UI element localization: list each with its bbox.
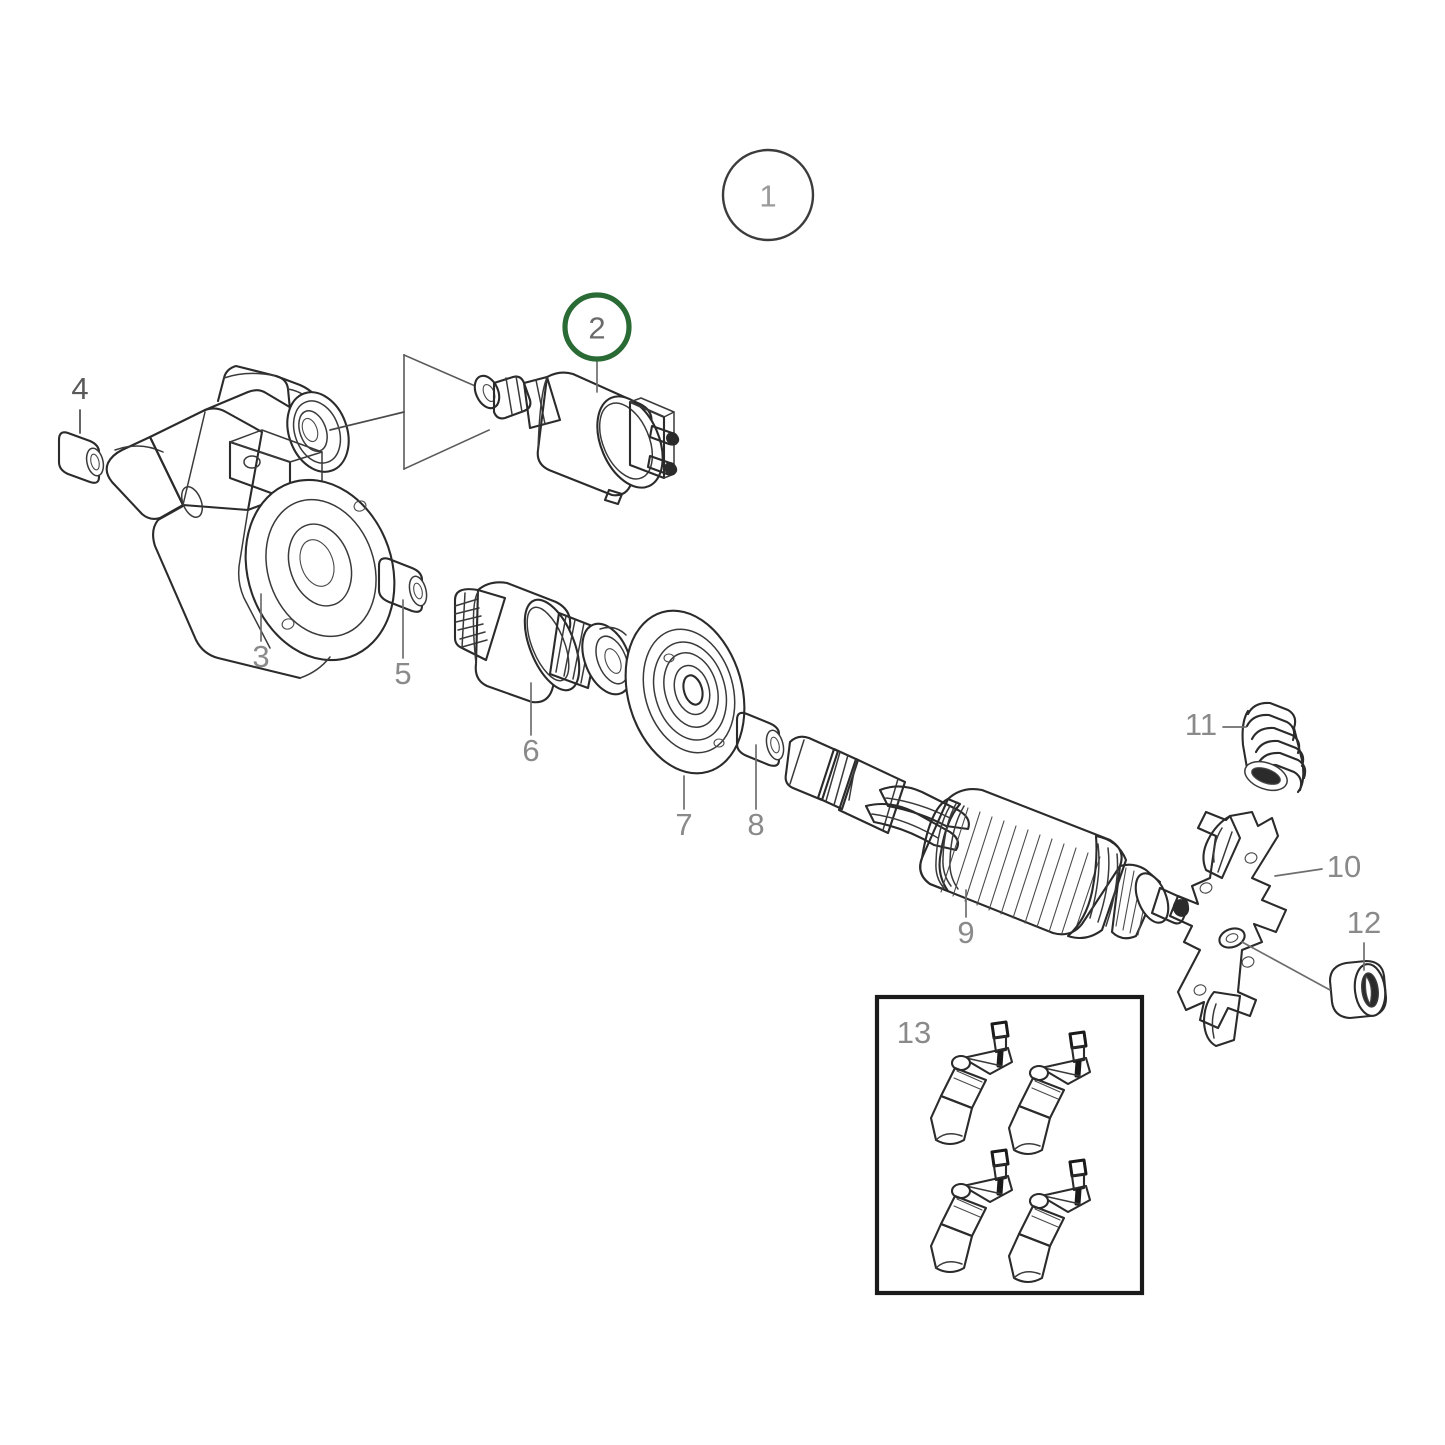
part-number-label-4: 4	[71, 371, 88, 406]
brush-item	[1007, 1158, 1092, 1284]
callout-bubble-2[interactable]	[562, 292, 632, 362]
callout-bubbles-layer: 12	[562, 148, 815, 393]
part-shaft-bushing	[57, 431, 105, 484]
part-commutator-end-bushing	[1241, 941, 1388, 1020]
part-number-label-5: 5	[394, 656, 411, 691]
brush-item	[929, 1020, 1014, 1146]
part-number-label-10: 10	[1327, 849, 1361, 884]
part-number-label-8: 8	[747, 807, 764, 842]
part-number-label-12: 12	[1347, 905, 1381, 940]
part-number-label-6: 6	[522, 733, 539, 768]
part-solenoid-switch	[473, 371, 680, 506]
leader-line-10	[1274, 868, 1323, 877]
callout-bubble-1[interactable]	[721, 148, 815, 242]
panel-number-label: 13	[897, 1015, 931, 1050]
leader-lines-layer	[79, 409, 1365, 971]
part-armature	[864, 785, 1190, 940]
part-number-labels-layer: 3 4 5 6 7 8 9 10 11 12	[71, 371, 1381, 950]
part-brush-holder-plate	[1168, 810, 1288, 1048]
brush-item	[1007, 1030, 1092, 1156]
part-number-label-7: 7	[675, 807, 692, 842]
part-shaft-collar	[735, 711, 785, 767]
part-number-label-3: 3	[252, 639, 269, 674]
part-return-spring	[1241, 701, 1307, 794]
callout-number-1: 1	[759, 179, 776, 214]
brush-item	[929, 1148, 1014, 1274]
part-drive-end-housing	[105, 364, 396, 680]
part-bushing-spacer	[377, 557, 428, 613]
callout-number-2: 2	[588, 311, 605, 346]
part-end-plate	[624, 609, 746, 775]
assembly-bracket-leader	[329, 353, 491, 471]
armature-shaft	[784, 735, 907, 835]
part-number-label-11: 11	[1185, 707, 1217, 742]
part-number-label-9: 9	[957, 915, 974, 950]
part-starter-drive-pinion	[453, 581, 633, 704]
brush-set-panel: 13	[874, 994, 1145, 1296]
